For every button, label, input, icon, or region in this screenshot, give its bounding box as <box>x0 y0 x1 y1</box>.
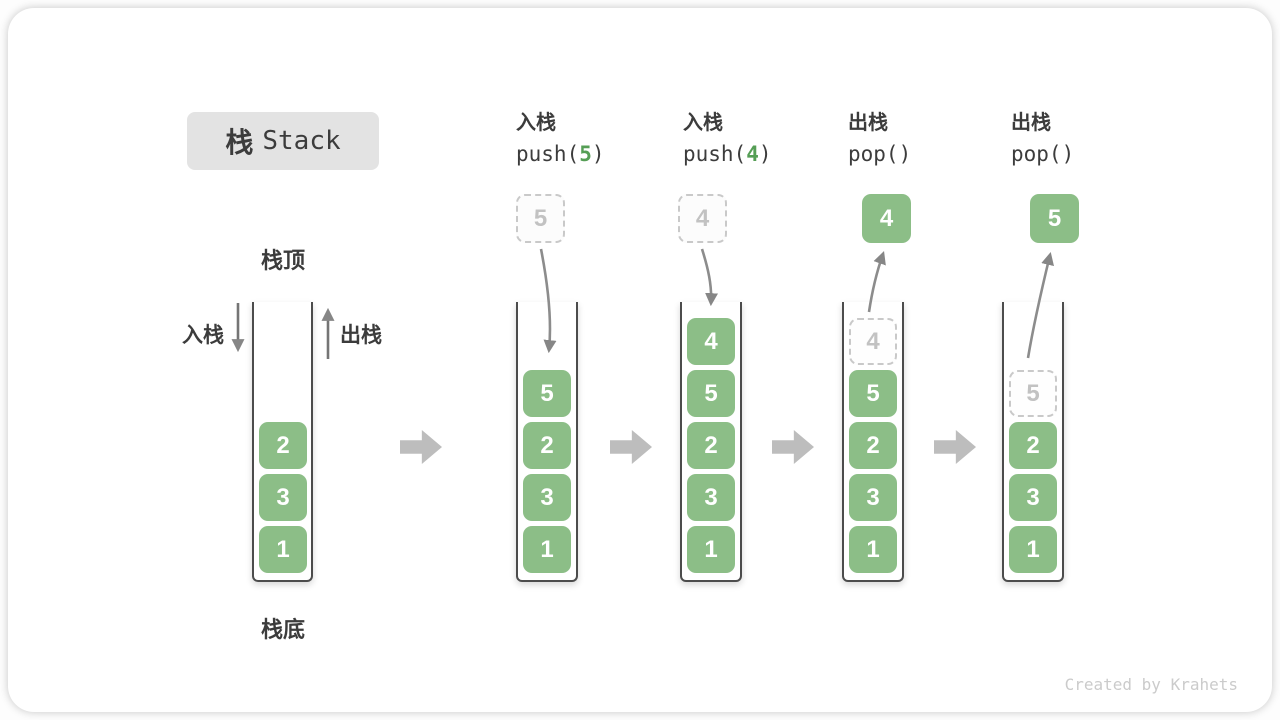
stack-state-pop2: 5 2 3 1 <box>1002 302 1064 582</box>
op-code: pop() <box>848 138 911 170</box>
stack-cell: 1 <box>687 526 735 573</box>
label-stack-top: 栈顶 <box>260 248 305 273</box>
stack-cell: 1 <box>259 526 307 573</box>
title-en: Stack <box>262 126 341 156</box>
stack-cell: 2 <box>523 422 571 469</box>
stack-cell: 5 <box>523 370 571 417</box>
stack-cell: 1 <box>523 526 571 573</box>
label-stack-bottom: 栈底 <box>260 617 305 642</box>
op-label-pop2: 出栈 pop() <box>1011 108 1074 170</box>
stack-cell: 5 <box>849 370 897 417</box>
stack-cell-ghost: 4 <box>849 318 897 365</box>
stack-cell: 3 <box>849 474 897 521</box>
stack-cell: 5 <box>687 370 735 417</box>
op-label-push4: 入栈 push(4) <box>683 108 772 170</box>
op-cn: 入栈 <box>683 112 723 134</box>
op-cn: 入栈 <box>516 112 556 134</box>
code-pre: push( <box>683 142 747 166</box>
watermark: Created by Krahets <box>1064 675 1238 694</box>
stack-cell: 2 <box>849 422 897 469</box>
stack-cell: 2 <box>687 422 735 469</box>
op-code: push(4) <box>683 138 772 170</box>
code-pre: pop( <box>848 142 899 166</box>
stack-cell: 1 <box>849 526 897 573</box>
stack-state-push5: 5 2 3 1 <box>516 302 578 582</box>
op-label-push5: 入栈 push(5) <box>516 108 605 170</box>
label-push-side: 入栈 <box>182 324 224 347</box>
op-cn: 出栈 <box>1011 112 1051 134</box>
stack-cell: 3 <box>687 474 735 521</box>
op-cn: 出栈 <box>848 112 888 134</box>
pending-cell-5: 5 <box>516 194 565 243</box>
op-code: push(5) <box>516 138 605 170</box>
code-post: ) <box>758 142 772 166</box>
stack-cell: 1 <box>1009 526 1057 573</box>
code-post: ) <box>591 142 605 166</box>
code-pre: push( <box>516 142 580 166</box>
stack-state-pop1: 4 5 2 3 1 <box>842 302 904 582</box>
code-arg: 5 <box>579 142 592 166</box>
code-post: ) <box>1061 142 1075 166</box>
stack-cell-ghost: 5 <box>1009 370 1057 417</box>
title-zh: 栈 <box>225 127 254 158</box>
stack-cell: 4 <box>687 318 735 365</box>
code-pre: pop( <box>1011 142 1062 166</box>
title-badge: 栈 Stack <box>187 112 379 170</box>
stack-cell: 3 <box>1009 474 1057 521</box>
pending-cell-4: 4 <box>678 194 727 243</box>
stack-cell: 3 <box>259 474 307 521</box>
op-label-pop1: 出栈 pop() <box>848 108 911 170</box>
code-arg: 4 <box>746 142 759 166</box>
stack-cell: 2 <box>1009 422 1057 469</box>
stack-cell: 3 <box>523 474 571 521</box>
stack-state-initial: 2 3 1 <box>252 302 313 582</box>
code-post: ) <box>898 142 912 166</box>
popped-cell-4: 4 <box>862 194 911 243</box>
stack-cell: 2 <box>259 422 307 469</box>
op-code: pop() <box>1011 138 1074 170</box>
stack-state-push4: 4 5 2 3 1 <box>680 302 742 582</box>
popped-cell-5: 5 <box>1030 194 1079 243</box>
label-pop-side: 出栈 <box>340 324 382 347</box>
